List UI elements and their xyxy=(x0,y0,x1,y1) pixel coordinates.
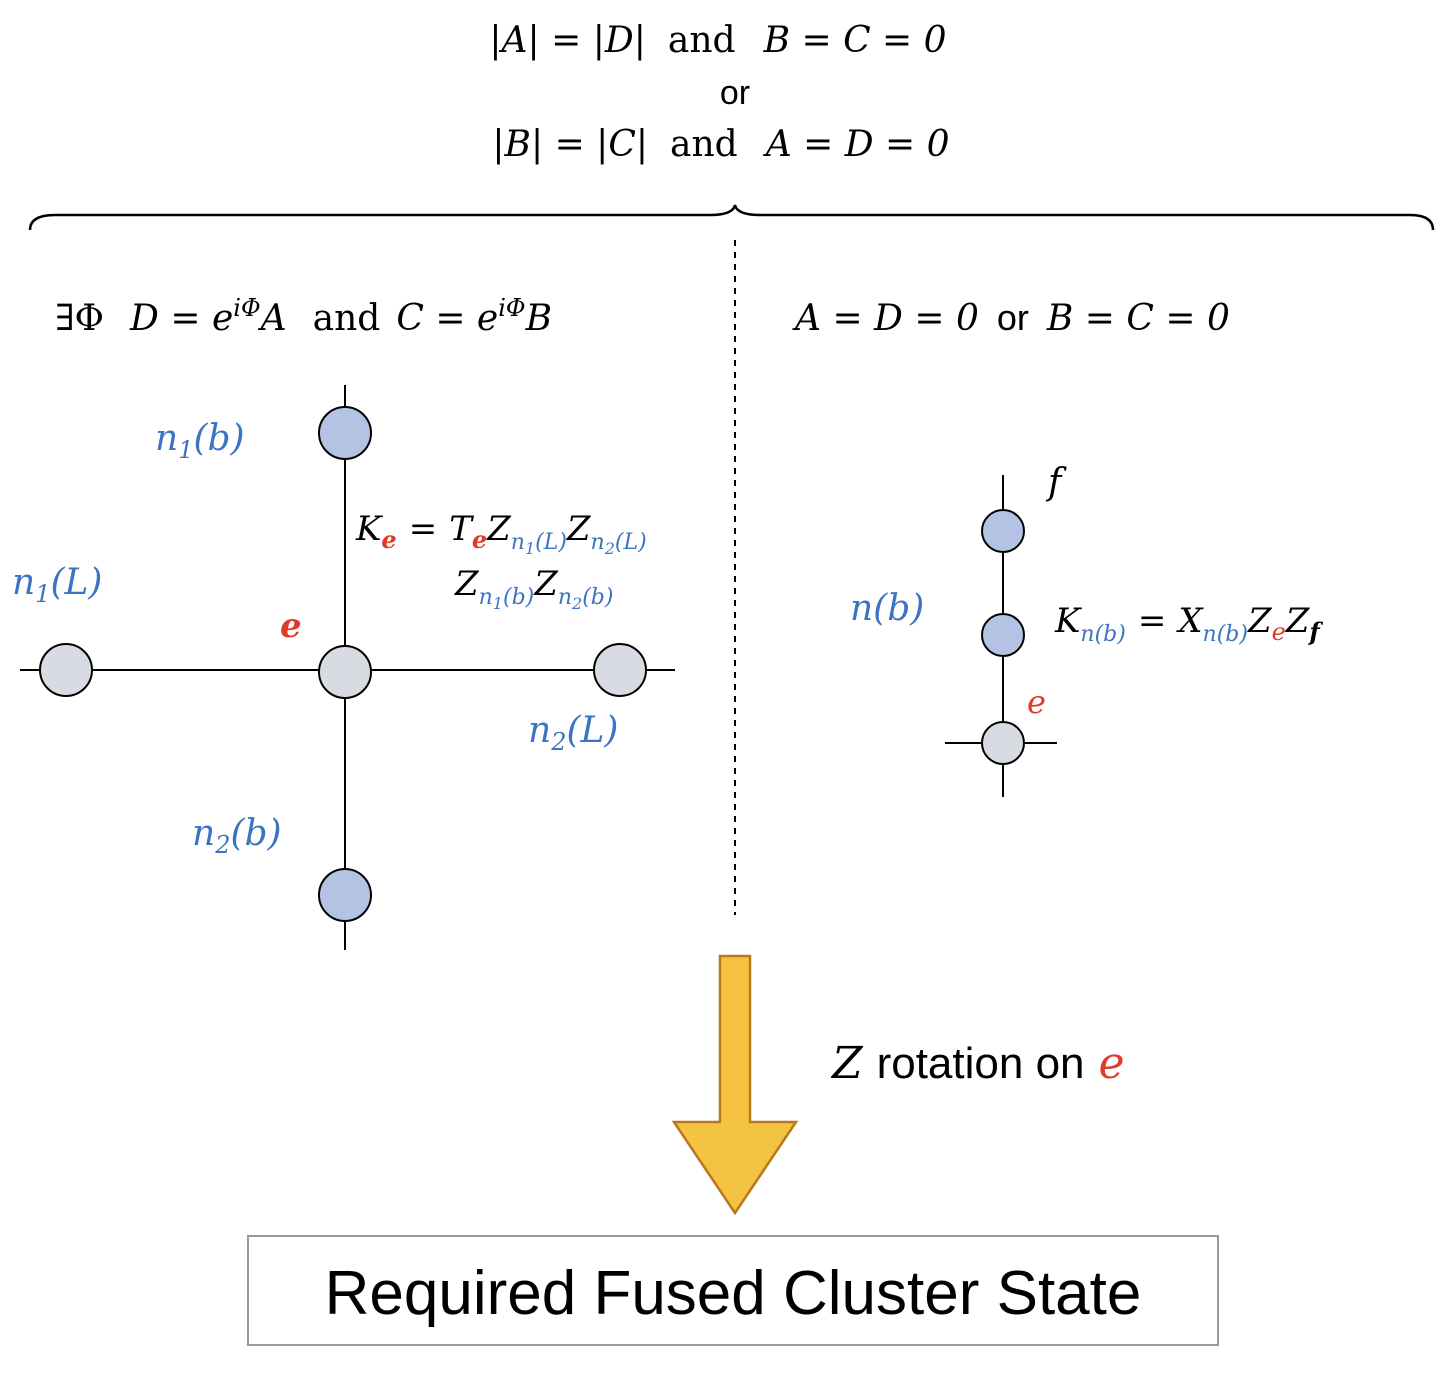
result-box xyxy=(247,1235,1219,1346)
label-e-right: e xyxy=(1027,683,1046,721)
node-n2-b xyxy=(318,868,372,922)
curly-brace xyxy=(28,204,1435,231)
label-n2-b: n2(b) xyxy=(192,813,282,859)
node-n-b xyxy=(981,613,1025,657)
label-n1-b: n1(b) xyxy=(155,418,245,464)
header-or: or xyxy=(720,74,750,112)
node-e xyxy=(318,645,372,699)
label-n-b: n(b) xyxy=(850,588,924,629)
label-n1-L: n1(L) xyxy=(12,562,102,608)
stabilizer-Ke-line-1: Ke=TeZn1(L)Zn2(L) xyxy=(355,509,647,558)
stabilizer-Knb: Kn(b)=Xn(b)ZeZf xyxy=(1054,601,1323,647)
label-n2-L: n2(L) xyxy=(528,710,618,756)
node-e-right xyxy=(981,721,1025,765)
result-box-label: Required Fused Cluster State xyxy=(325,1259,1142,1328)
node-n1-b xyxy=(318,406,372,460)
down-arrow xyxy=(671,954,799,1216)
node-f xyxy=(981,509,1025,553)
label-f: f xyxy=(1045,462,1067,503)
label-e: e xyxy=(280,606,302,646)
stabilizer-Ke-line-2: Zn1(b)Zn2(b) xyxy=(454,564,613,613)
node-n2-L xyxy=(593,643,647,697)
node-n1-L xyxy=(39,643,93,697)
